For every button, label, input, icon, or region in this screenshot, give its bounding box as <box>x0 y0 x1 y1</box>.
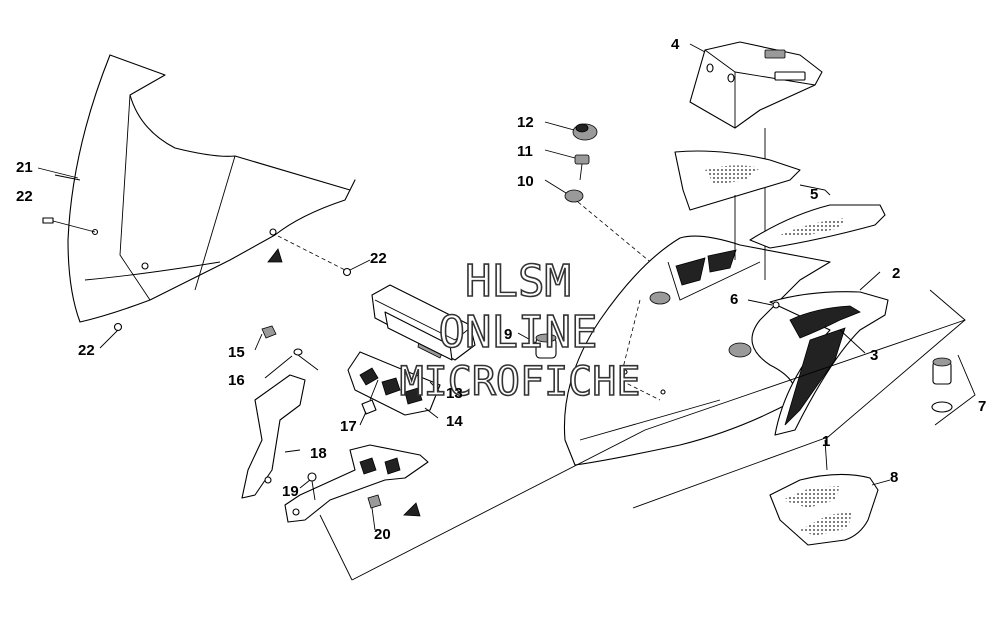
callout-4: 4 <box>671 36 680 53</box>
floor-panel <box>769 473 879 546</box>
side-panel-upper <box>674 150 801 211</box>
callout-8: 8 <box>890 469 898 486</box>
storage-lid <box>689 41 823 129</box>
gauge-display <box>371 284 476 361</box>
callout-14: 14 <box>446 413 463 430</box>
callout-12: 12 <box>517 114 534 131</box>
fuel-cap <box>932 357 952 385</box>
callout-21: 21 <box>16 159 33 176</box>
direction-arrow-top <box>267 248 283 263</box>
watermark-line3: MICROFICHE <box>400 359 641 405</box>
mounting-bracket <box>241 374 429 523</box>
nut-20 <box>367 494 382 509</box>
callout-20: 20 <box>374 526 391 543</box>
screw-22-right <box>277 235 352 277</box>
callout-16: 16 <box>228 372 245 389</box>
callout-18: 18 <box>310 445 327 462</box>
leader-lines <box>37 43 976 581</box>
callout-1: 1 <box>822 433 830 450</box>
callout-13: 13 <box>446 385 463 402</box>
screw-22-left <box>42 217 96 233</box>
ignition-nut <box>564 189 584 203</box>
ignition-leader <box>577 201 661 271</box>
callout-11: 11 <box>517 143 533 160</box>
callout-22-bottom: 22 <box>78 342 95 359</box>
windshield <box>67 54 356 323</box>
callout-19: 19 <box>282 483 299 500</box>
callout-3: 3 <box>870 347 878 364</box>
screw-17 <box>361 379 379 415</box>
watermark-line2: ONLINE <box>439 307 598 358</box>
watermark: HLSM ONLINE MICROFICHE <box>399 255 641 406</box>
screw-22-bottom <box>113 322 123 332</box>
key <box>574 154 590 181</box>
side-panel-lower <box>749 204 886 249</box>
ignition-switch <box>535 333 557 359</box>
screw-19 <box>307 472 317 501</box>
callout-15: 15 <box>228 344 245 361</box>
side-trim <box>769 291 889 436</box>
key-cap <box>572 123 598 141</box>
callouts: 1 2 3 4 5 6 7 8 9 10 11 12 13 14 15 16 1… <box>16 36 986 543</box>
callout-17: 17 <box>340 418 357 435</box>
washer-16 <box>293 348 319 371</box>
screw-6 <box>772 301 780 309</box>
callout-6: 6 <box>730 291 738 308</box>
callout-22-right: 22 <box>370 250 387 267</box>
hood <box>563 235 831 466</box>
callout-5: 5 <box>810 186 818 203</box>
callout-22-left: 22 <box>16 188 33 205</box>
callout-7: 7 <box>978 398 986 415</box>
callout-9: 9 <box>504 326 512 343</box>
watermark-line1: HLSM <box>465 256 571 307</box>
fuel-ring <box>931 401 953 413</box>
gauge-bracket <box>347 351 441 416</box>
direction-arrow-bottom <box>403 502 421 517</box>
callout-10: 10 <box>517 173 534 190</box>
callout-2: 2 <box>892 265 900 282</box>
nut-15 <box>261 325 277 339</box>
